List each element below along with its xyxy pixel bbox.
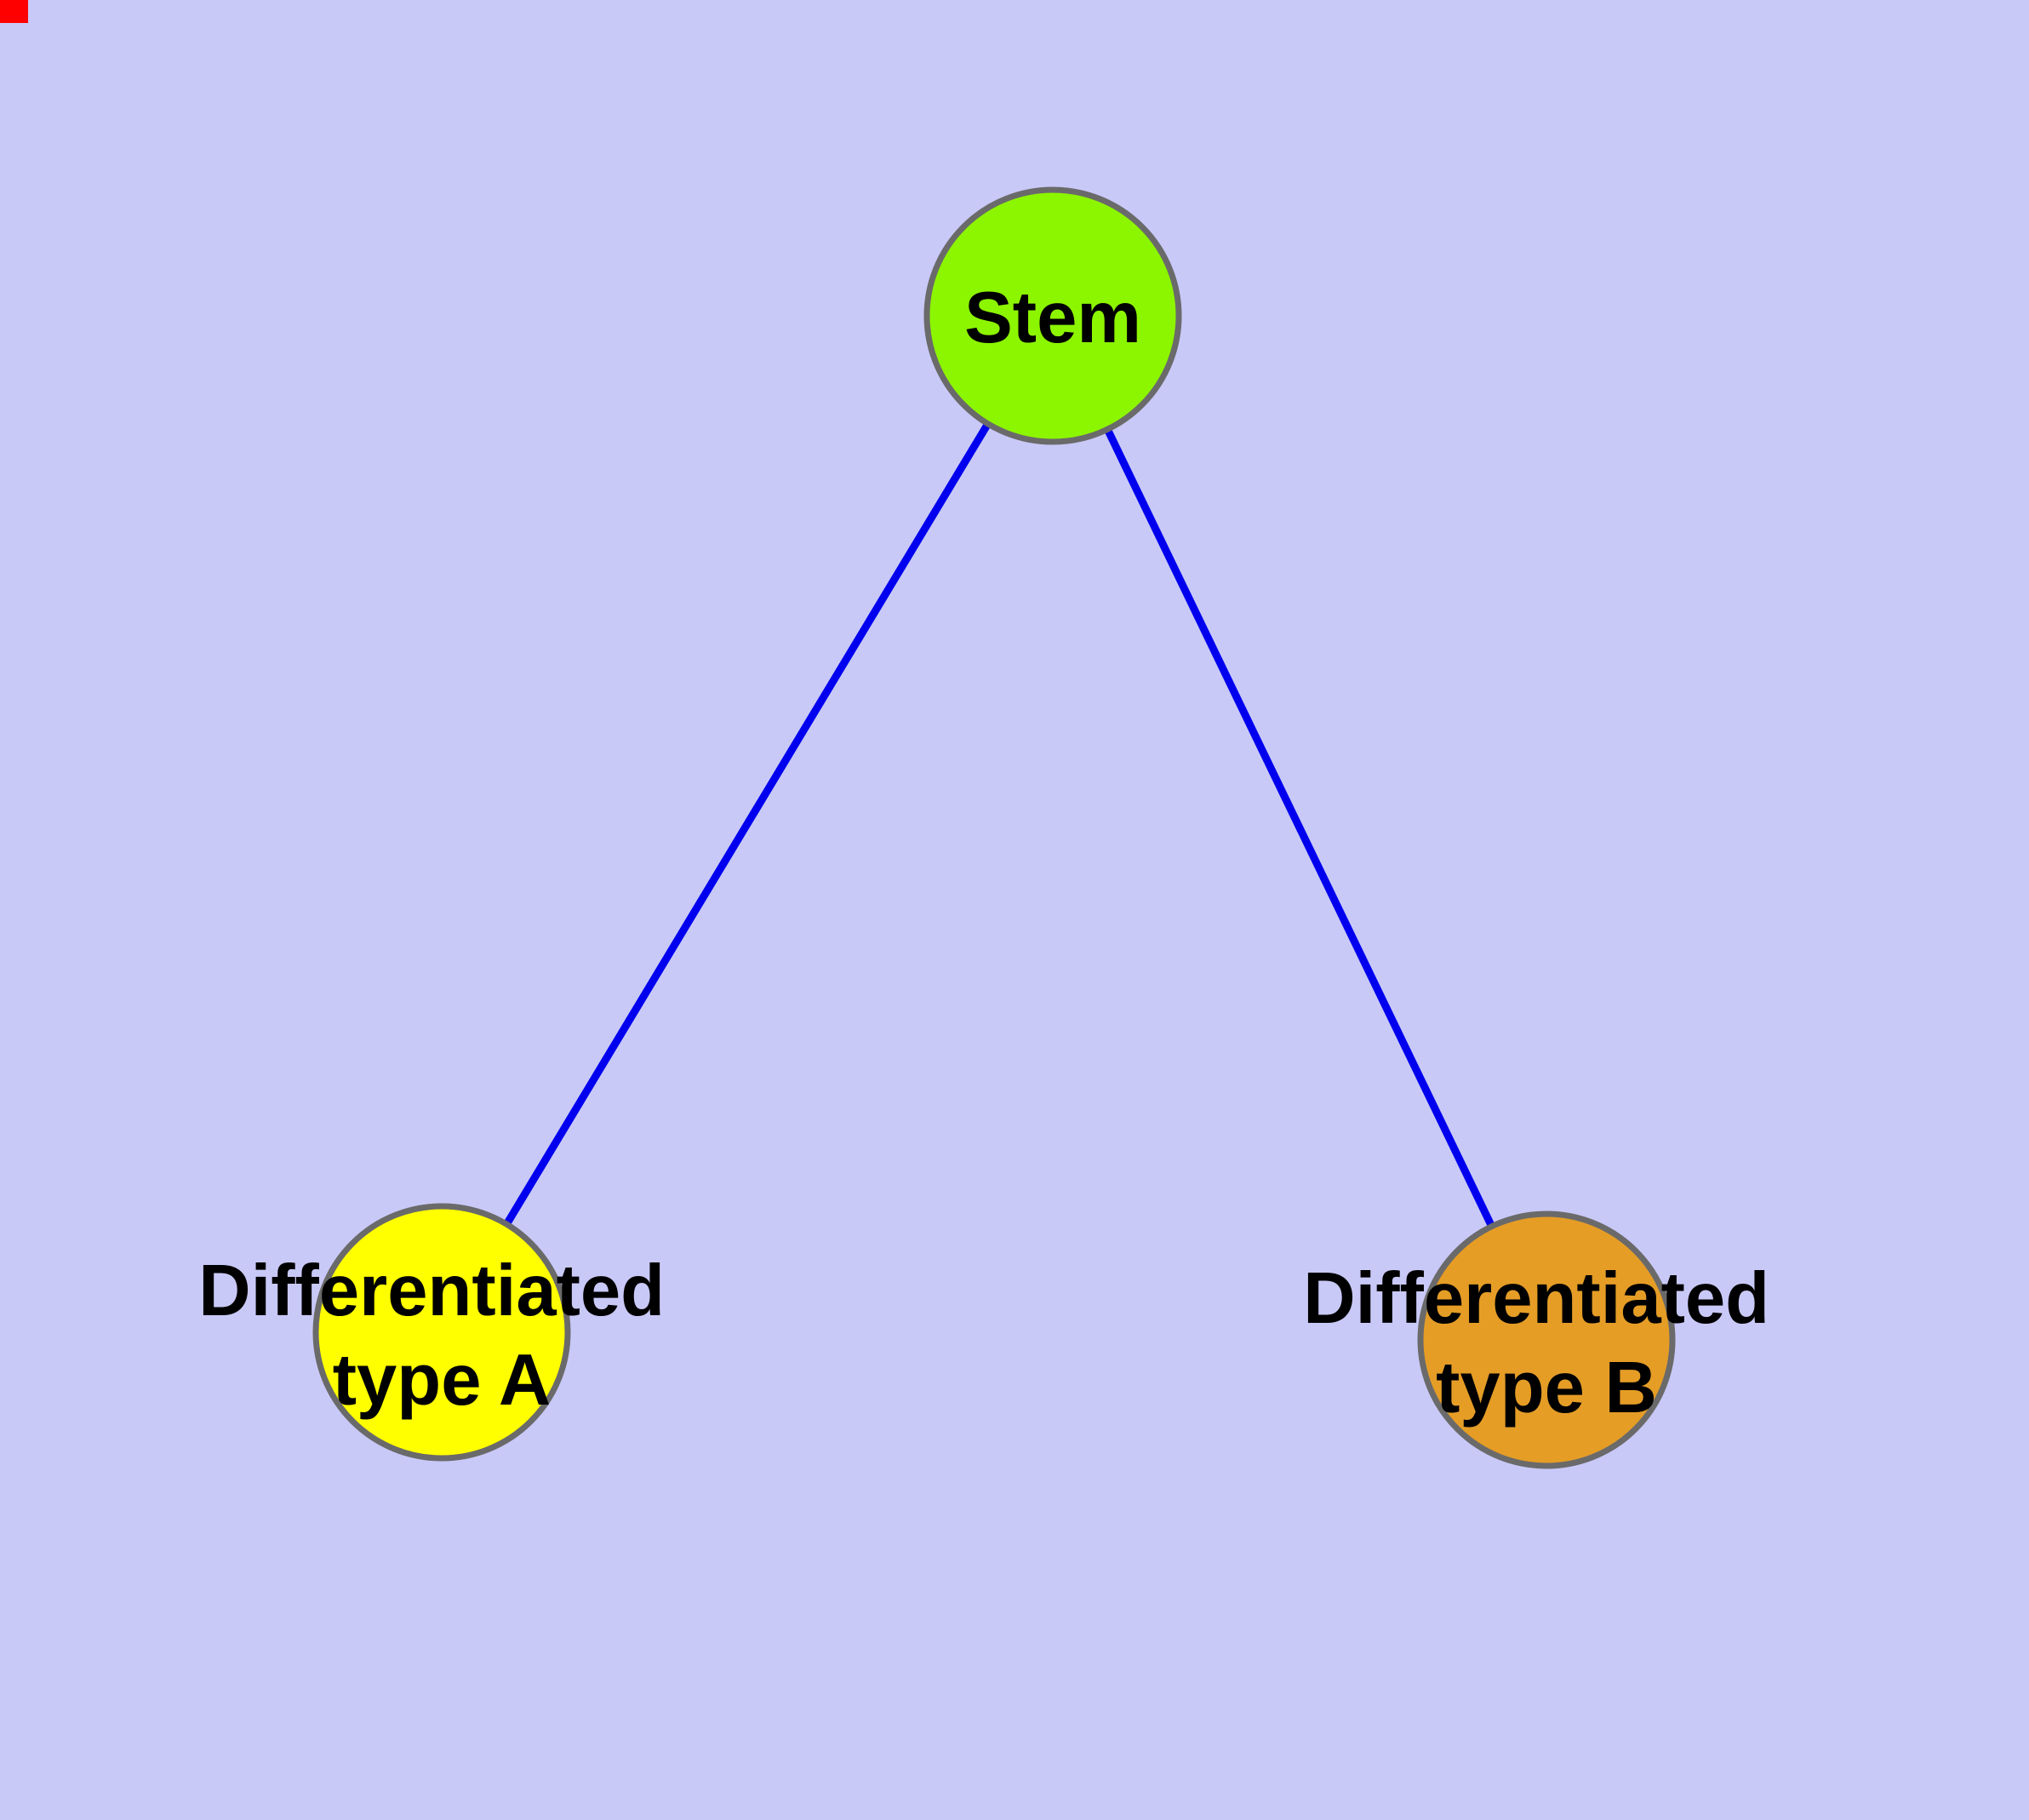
node-differentiated-type-b-label: Differentiated type B [1303, 1258, 1789, 1428]
node-stem-label: Stem [964, 278, 1141, 358]
node-differentiated-type-a [312, 1203, 571, 1462]
edge-stem-to-type-b [1049, 314, 1551, 1342]
edge-stem-to-type-a [438, 313, 1056, 1335]
node-differentiated-type-a-label: Differentiated type A [198, 1251, 684, 1421]
node-stem [923, 186, 1182, 445]
node-differentiated-type-b [1417, 1210, 1676, 1469]
corner-marker [0, 0, 28, 23]
